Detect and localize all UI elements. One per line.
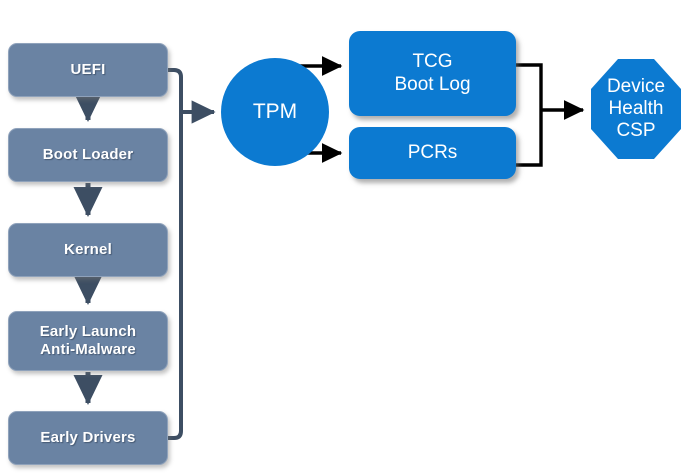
node-tpm[interactable]: TPM xyxy=(221,58,329,166)
node-early-drivers-label: Early Drivers xyxy=(40,429,136,447)
node-pcrs-label: PCRs xyxy=(407,141,458,163)
node-uefi[interactable]: UEFI xyxy=(8,43,168,97)
node-uefi-label: UEFI xyxy=(70,61,106,79)
node-boot-loader-label: Boot Loader xyxy=(42,146,134,164)
node-pcrs[interactable]: PCRs xyxy=(349,127,516,179)
node-tpm-label: TPM xyxy=(252,100,298,123)
connector-artifacts-bracket xyxy=(516,63,543,167)
connector-boot-chain-bracket xyxy=(166,68,183,440)
node-boot-loader[interactable]: Boot Loader xyxy=(8,128,168,182)
node-early-drivers[interactable]: Early Drivers xyxy=(8,411,168,465)
node-kernel-label: Kernel xyxy=(64,241,112,259)
node-kernel[interactable]: Kernel xyxy=(8,223,168,277)
